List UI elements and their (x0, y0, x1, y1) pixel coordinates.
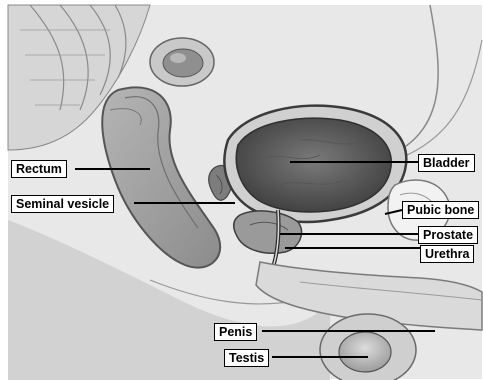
prostate-label: Prostate (418, 226, 478, 244)
bladder-organ (224, 106, 406, 222)
sigmoid-colon (150, 38, 214, 86)
penis-label: Penis (214, 323, 257, 341)
seminal-vesicle-label: Seminal vesicle (11, 195, 114, 213)
testis-label: Testis (224, 349, 269, 367)
rectum-label: Rectum (11, 160, 67, 178)
bladder-label: Bladder (418, 154, 475, 172)
urethra-label: Urethra (420, 245, 474, 263)
pubic-bone-label: Pubic bone (402, 201, 479, 219)
testis-organ (320, 314, 416, 380)
